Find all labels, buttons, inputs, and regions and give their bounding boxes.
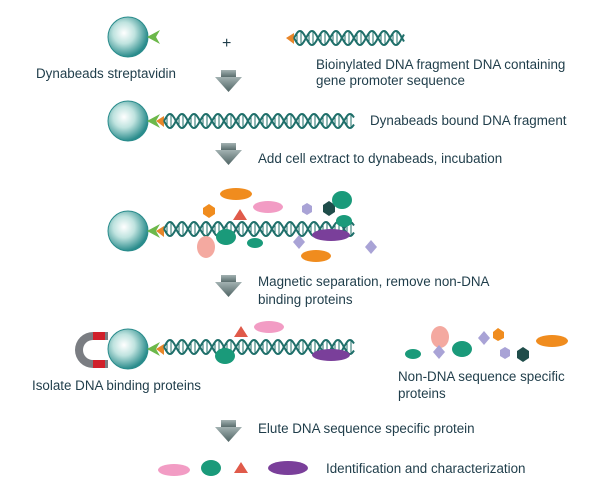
biotin-icon [286,33,294,44]
step-arrow-3 [215,275,242,297]
dna-helix [163,338,355,356]
green-protein [215,348,235,364]
magnet-label-line1: Magnetic separation, remove non-DNA [258,274,490,289]
biotin-icon [156,226,164,237]
purple-protein [268,461,308,475]
red-triangle-protein [234,462,248,473]
lavender-hexagon-protein [302,203,312,215]
green-protein [336,215,352,227]
salmon-protein [197,236,215,258]
red-triangle-protein [234,326,248,337]
magnet-label-line2: binding proteins [258,292,353,307]
lavender-diamond-protein [433,345,445,359]
lavender-diamond-protein [478,331,490,345]
green-protein [405,349,421,359]
lavender-diamond-protein [293,235,305,249]
magnet-icon [75,332,108,368]
biotin-label-line1: Bioinylated DNA fragment DNA containing [316,57,565,72]
step-arrow-2 [215,143,242,165]
elute-label: Elute DNA sequence specific protein [258,421,475,436]
salmon-protein [431,326,449,348]
step4-magnetic-separation [75,321,355,370]
step2-bound-bead [107,100,355,142]
streptavidin-icon [147,114,160,128]
nonspecific-proteins [405,326,568,362]
biotin-icon [156,344,164,355]
green-protein [247,238,263,248]
orange-protein [301,250,331,262]
dna-helix [163,112,355,130]
streptavidin-icon [147,342,160,356]
step-arrow-4 [215,420,242,442]
streptavidin-icon [147,30,160,44]
green-protein [201,460,221,476]
pink-protein [254,321,284,333]
nonspecific-label-line1: Non-DNA sequence specific [398,369,565,384]
green-protein [452,341,472,357]
streptavidin-icon [147,224,160,238]
isolate-label: Isolate DNA binding proteins [32,378,201,393]
darkteal-hexagon-protein [517,347,529,362]
purple-protein [312,229,350,241]
lavender-hexagon-protein [500,347,510,359]
plus-sign: + [222,35,231,52]
darkteal-hexagon-protein [323,201,335,216]
orange-protein [220,188,252,200]
orange-hexagon-protein [203,204,215,218]
red-triangle-protein [233,209,247,220]
green-protein [216,229,236,245]
biotin-label-line2: gene promoter sequence [316,73,465,88]
step3-incubation [107,188,377,262]
pink-protein [158,464,190,476]
eluted-proteins [158,460,308,476]
pink-protein [253,201,283,213]
bound-label: Dynabeads bound DNA fragment [370,113,567,128]
step1-streptavidin-bead [107,16,160,58]
green-protein [332,191,352,209]
orange-protein [536,335,568,347]
dna-helix [293,29,405,47]
biotin-icon [156,116,164,127]
purple-protein [312,349,350,361]
beads-label: Dynabeads streptavidin [36,66,176,81]
biotinylated-dna [286,29,405,47]
orange-hexagon-protein [493,328,504,341]
nonspecific-label-line2: proteins [398,386,446,401]
step-arrow-1 [215,70,242,92]
lavender-diamond-protein [365,240,377,254]
identify-label: Identification and characterization [326,461,526,476]
extract-label: Add cell extract to dynabeads, incubatio… [258,151,502,166]
